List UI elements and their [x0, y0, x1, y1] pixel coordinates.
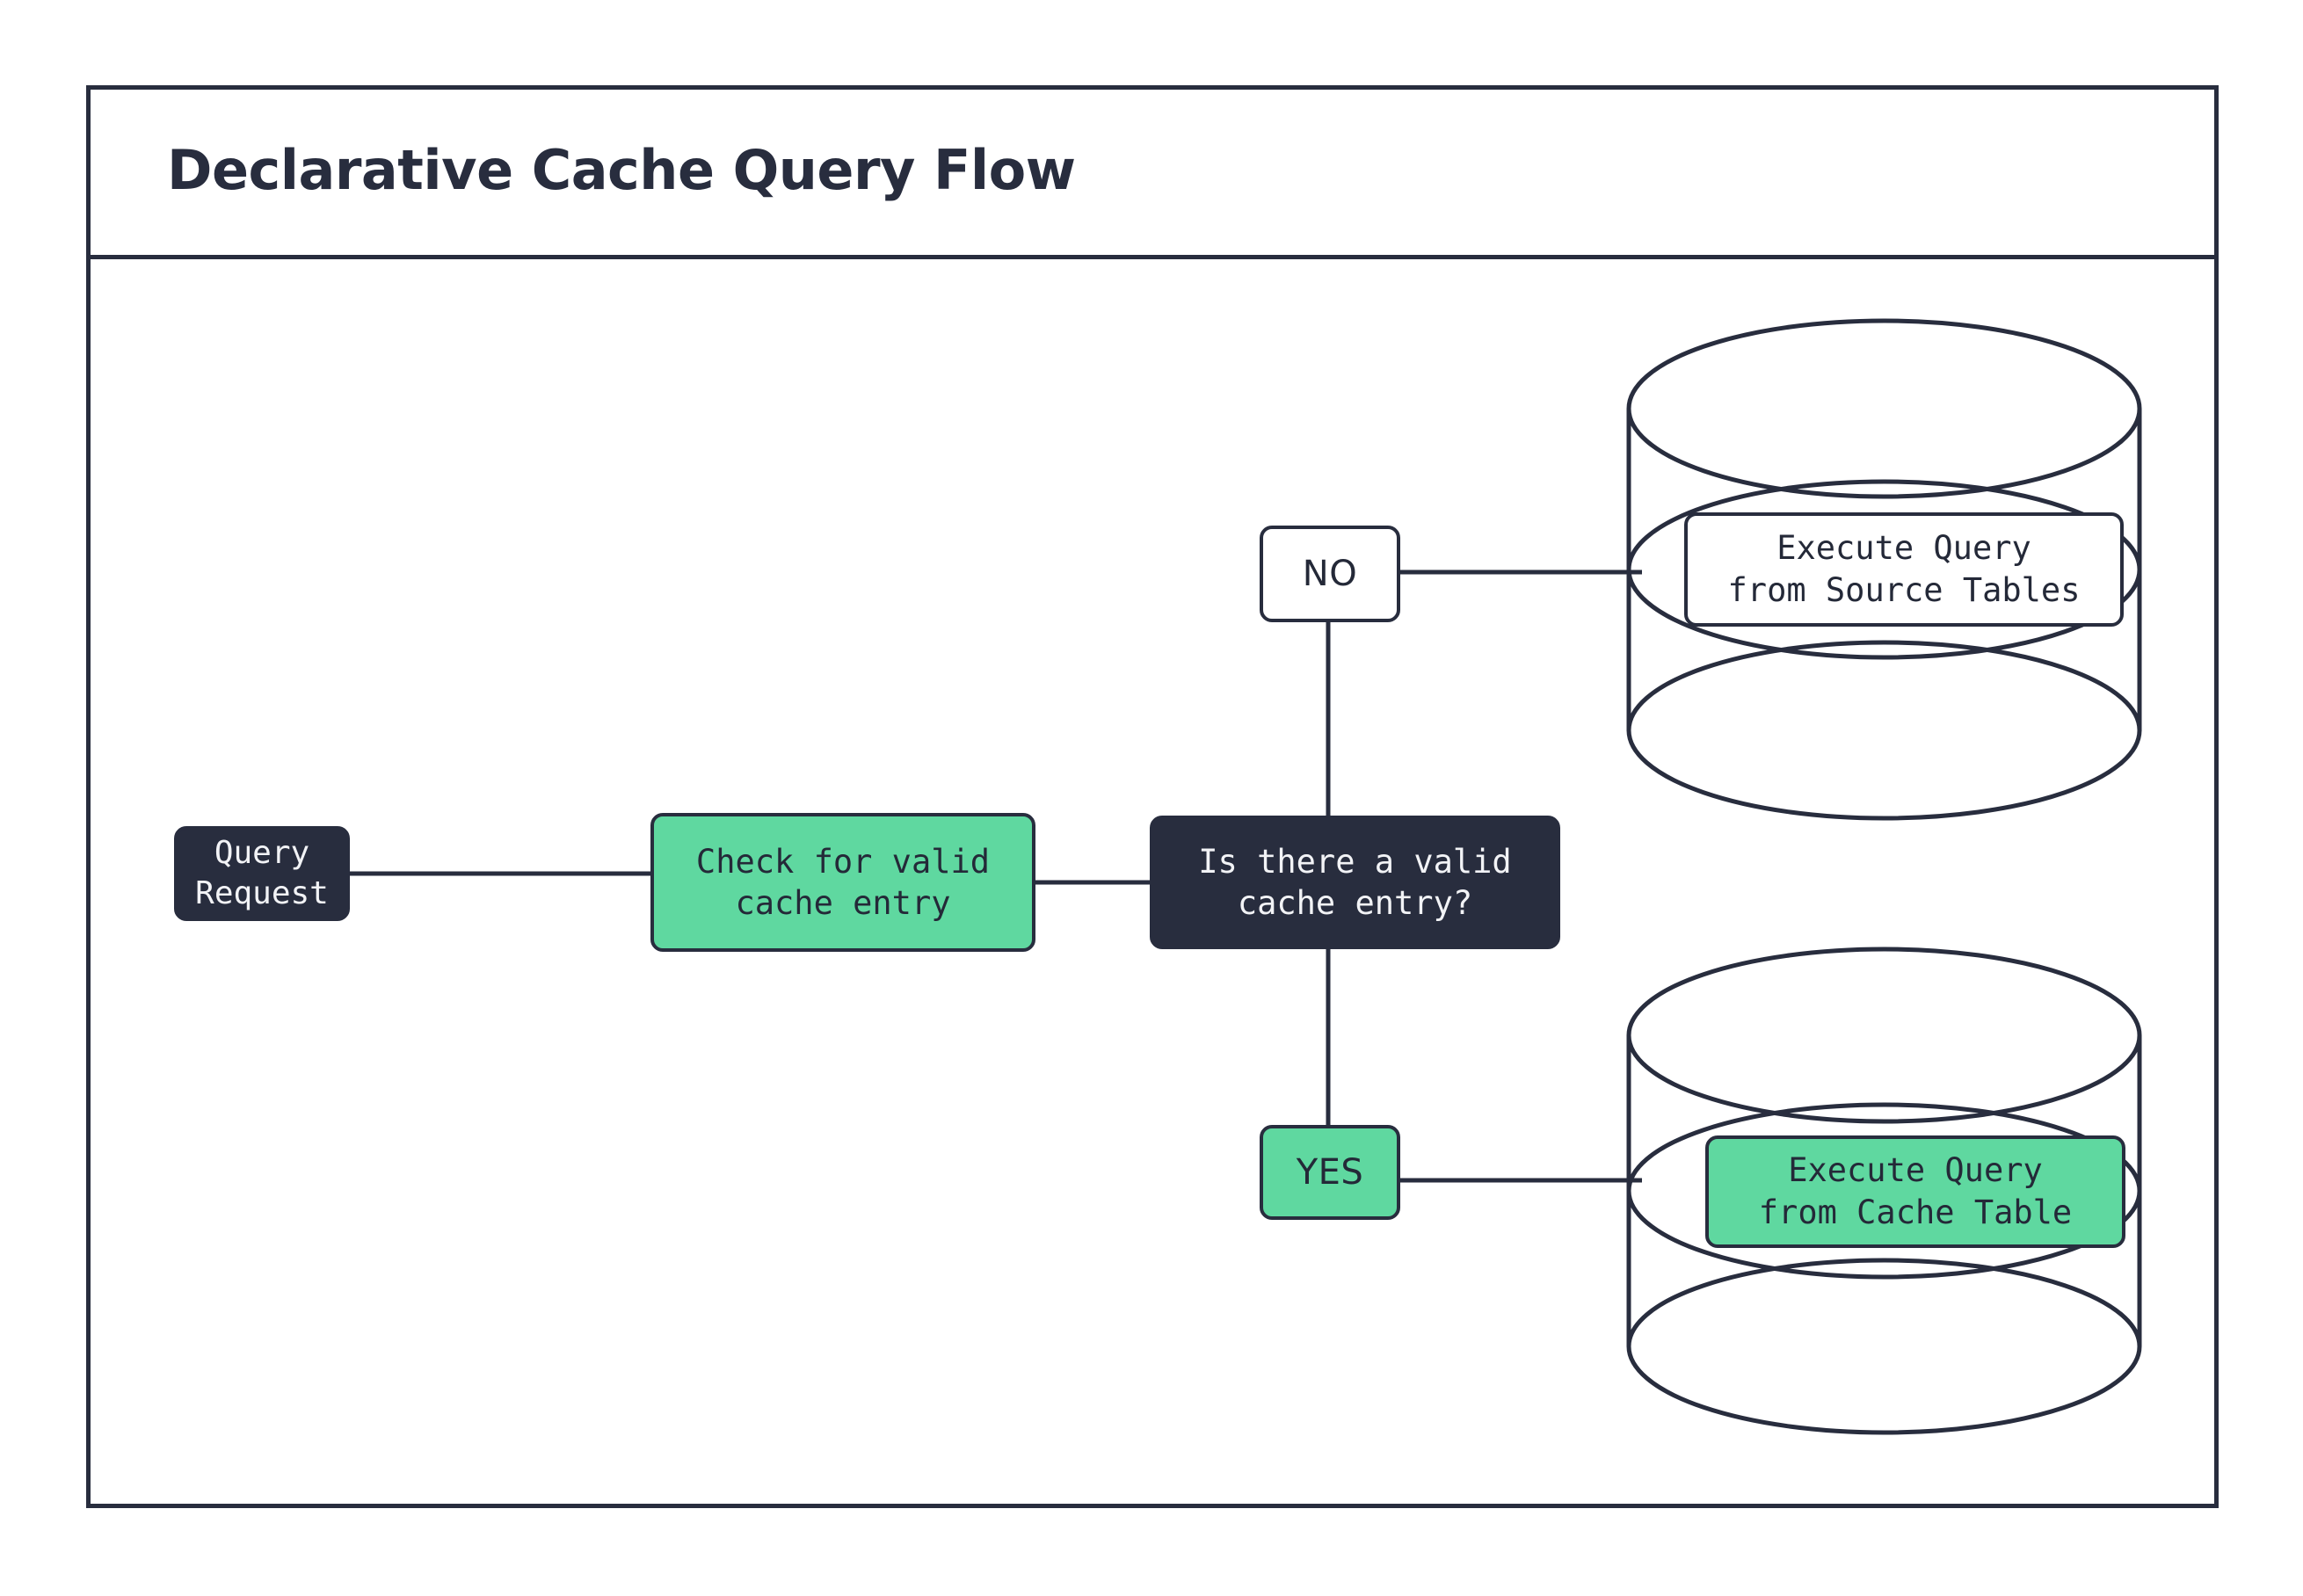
node-decision-valid-cache-entry[interactable]: Is there a valid cache entry? — [1150, 816, 1560, 949]
diagram-header: Declarative Cache Query Flow — [86, 85, 2219, 259]
diagram-frame — [86, 85, 2219, 1508]
diagram-title: Declarative Cache Query Flow — [167, 138, 1076, 202]
node-query-request[interactable]: Query Request — [174, 826, 350, 921]
node-execute-query-from-source-tables[interactable]: Execute Query from Source Tables — [1684, 512, 2124, 627]
edge-label-yes[interactable]: YES — [1260, 1125, 1400, 1220]
node-execute-query-from-cache-table[interactable]: Execute Query from Cache Table — [1705, 1135, 2125, 1248]
node-check-for-valid-cache-entry[interactable]: Check for valid cache entry — [650, 813, 1035, 952]
edge-label-no[interactable]: NO — [1260, 526, 1400, 622]
